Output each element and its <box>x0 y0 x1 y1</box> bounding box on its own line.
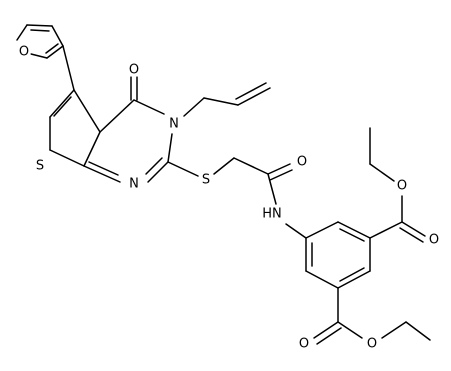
atom-label-background <box>127 63 141 77</box>
bond <box>369 163 395 182</box>
bond <box>381 321 407 339</box>
atom-n3: N <box>169 117 179 132</box>
bond <box>203 97 239 106</box>
bond <box>233 157 269 175</box>
atom-label-background <box>427 233 441 247</box>
bond <box>337 270 371 289</box>
bond <box>305 270 339 289</box>
bond <box>237 87 271 106</box>
bond <box>88 161 119 176</box>
atom-label-background <box>260 207 284 221</box>
bond <box>16 24 28 41</box>
atom-label-background <box>34 159 46 173</box>
bond <box>51 25 64 47</box>
atom-o-ester1-ether: O <box>397 179 407 194</box>
bond <box>337 221 371 239</box>
bond <box>62 45 75 91</box>
atom-label-background <box>17 45 31 59</box>
atom-label-background <box>167 117 181 131</box>
bond <box>83 131 101 167</box>
bond <box>235 82 267 100</box>
bond <box>46 45 64 59</box>
bond <box>405 321 431 341</box>
atom-o-ester1-carbonyl: O <box>429 233 439 248</box>
bond <box>26 24 53 27</box>
bond <box>145 157 163 175</box>
bond <box>399 227 424 243</box>
bond <box>30 29 50 32</box>
bond <box>147 161 169 183</box>
bond <box>49 149 85 167</box>
bond <box>133 99 165 115</box>
bond <box>167 161 199 177</box>
bond <box>285 223 307 239</box>
bond <box>313 321 339 339</box>
bond <box>267 173 277 205</box>
atom-s-linker: S <box>202 173 210 188</box>
bond <box>339 228 365 242</box>
bond <box>83 165 121 183</box>
bond <box>337 321 363 339</box>
atom-s-thiophene: S <box>36 159 44 174</box>
atom-nh: HN <box>262 207 282 222</box>
bond <box>45 43 59 54</box>
atom-labels: O O N S N S O HN O O O O <box>19 45 439 352</box>
bond <box>369 221 403 239</box>
bond <box>339 267 365 282</box>
bond <box>167 133 173 163</box>
atom-o-ester2-ether: O <box>367 337 377 352</box>
bond <box>267 163 291 175</box>
bond <box>183 97 205 117</box>
bonds <box>16 24 431 345</box>
atom-label-background <box>365 337 379 351</box>
bond <box>401 221 426 237</box>
atom-o-amide: O <box>297 155 307 170</box>
bond <box>316 327 342 345</box>
bond <box>30 53 48 59</box>
atom-label-background <box>395 179 409 193</box>
bond <box>99 99 135 133</box>
bond <box>269 169 293 181</box>
bond <box>213 157 235 175</box>
bond <box>73 89 101 133</box>
atom-label-background <box>297 337 311 351</box>
atom-label-background <box>200 173 212 187</box>
atom-backgrounds <box>17 45 441 351</box>
atom-o-keto: O <box>129 63 139 78</box>
bond <box>53 96 72 117</box>
atom-o-furan: O <box>19 45 29 60</box>
bond <box>49 89 75 118</box>
atom-n1: N <box>129 177 139 192</box>
atom-label-background <box>127 177 141 191</box>
atom-o-ester2-carbonyl: O <box>299 337 309 352</box>
bond <box>305 221 339 239</box>
atom-label-background <box>295 155 309 169</box>
